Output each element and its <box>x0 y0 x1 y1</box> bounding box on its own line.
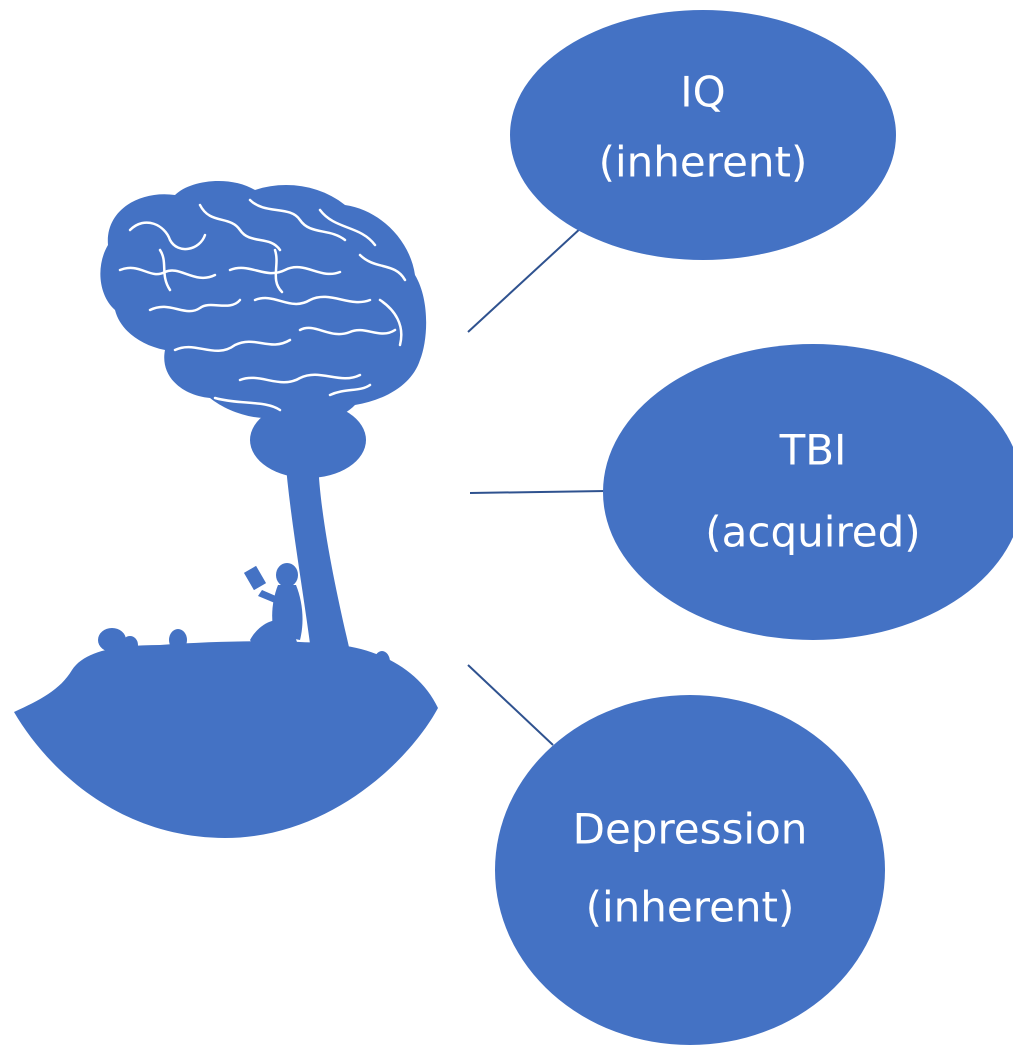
connectors <box>467 214 607 746</box>
node-iq: IQ (inherent) <box>510 10 896 260</box>
node-depression-label-line1: Depression <box>573 805 808 854</box>
connector-tbi <box>469 490 607 494</box>
node-tbi-ellipse <box>603 344 1013 640</box>
reader-figure <box>243 563 303 648</box>
cerebellum-shape <box>250 402 366 478</box>
node-iq-ellipse <box>510 10 896 260</box>
node-depression-ellipse <box>495 695 885 1045</box>
node-depression: Depression (inherent) <box>495 695 885 1045</box>
brain-tree-reader-icon <box>14 180 438 838</box>
brain-shape <box>100 180 427 425</box>
node-iq-label-line1: IQ <box>680 68 725 117</box>
hill-shape <box>14 641 438 838</box>
grass-tufts <box>98 628 390 673</box>
node-tbi: TBI (acquired) <box>603 344 1013 640</box>
node-depression-label-line2: (inherent) <box>586 883 795 932</box>
node-tbi-label-line1: TBI <box>779 426 847 475</box>
node-iq-label-line2: (inherent) <box>599 138 808 187</box>
node-tbi-label-line2: (acquired) <box>705 508 920 557</box>
connector-iq <box>467 214 596 333</box>
brain-folds <box>118 198 407 412</box>
connector-depression <box>467 664 554 746</box>
brain-stem-trunk <box>285 455 352 660</box>
